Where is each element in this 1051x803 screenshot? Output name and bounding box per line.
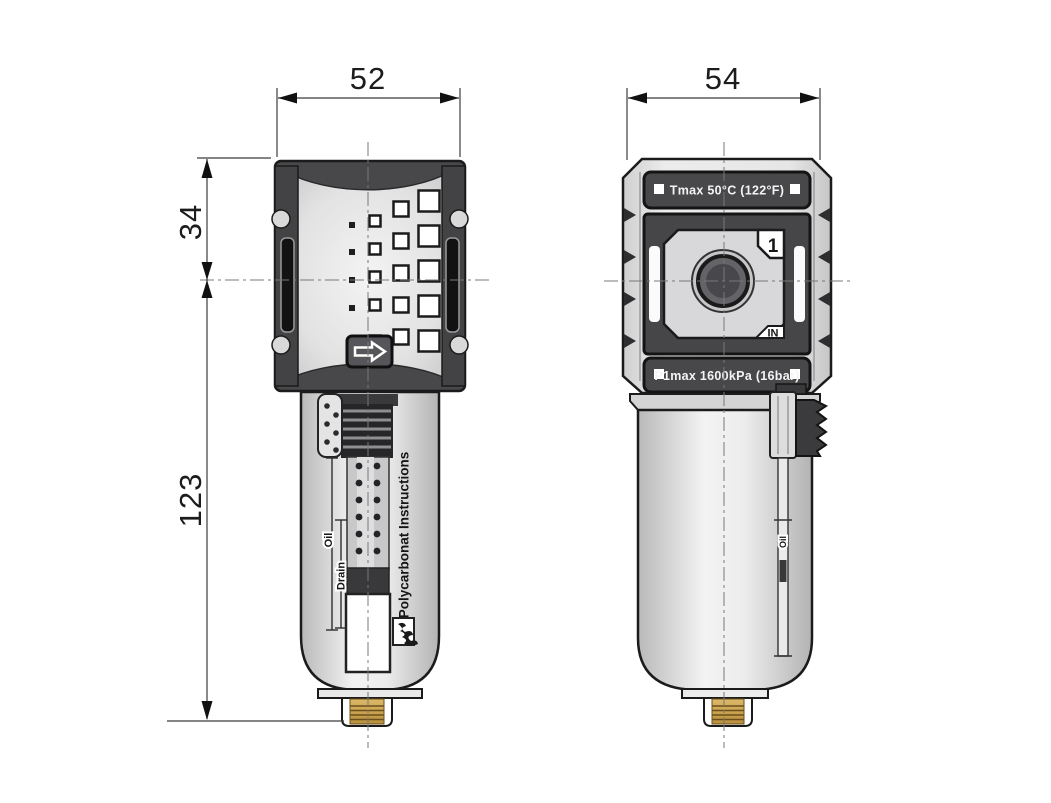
port-number-badge: 1 bbox=[756, 228, 786, 260]
side-bowl: Oil bbox=[629, 383, 828, 727]
drain-plug-side bbox=[703, 697, 753, 727]
temp-rating-band: Tmax 50°C (122°F) bbox=[642, 170, 812, 210]
dim-front-width-value: 52 bbox=[350, 61, 386, 96]
dimension-annotations: 52 54 34 123 bbox=[167, 61, 821, 722]
dim-head-height: 34 bbox=[171, 157, 271, 719]
port-in-tab: IN bbox=[753, 325, 785, 340]
bowl-flange bbox=[317, 688, 423, 699]
drain-label: Drain bbox=[336, 562, 348, 590]
band-square-right2 bbox=[790, 369, 800, 379]
front-head bbox=[271, 159, 469, 393]
dim-front-width: 52 bbox=[276, 61, 461, 157]
side-view: Tmax 50°C (122°F) 1 IN bbox=[604, 142, 850, 748]
port-number: 1 bbox=[768, 236, 779, 257]
port-block: 1 IN bbox=[642, 212, 812, 356]
temp-rating-label: Tmax 50°C (122°F) bbox=[670, 184, 784, 198]
side-oil-label: Oil bbox=[778, 536, 788, 548]
pressure-rating-label: P1max 1600kPa (16bar) bbox=[654, 369, 799, 383]
dim-side-width: 54 bbox=[626, 61, 821, 160]
band-square-left bbox=[654, 184, 664, 194]
oil-label: Oil bbox=[323, 533, 335, 548]
filter-element bbox=[344, 456, 392, 674]
drain-plug bbox=[341, 697, 393, 727]
bowl-material-text: Polycarbonat Instructions bbox=[397, 452, 412, 619]
band-square-right bbox=[790, 184, 800, 194]
internal-baffle bbox=[336, 394, 398, 458]
edge-notches bbox=[624, 208, 830, 348]
band-square-left2 bbox=[654, 369, 664, 379]
side-head: Tmax 50°C (122°F) 1 IN bbox=[621, 157, 833, 395]
front-bowl: Oil Drain Polycarbonat Instructions bbox=[299, 390, 441, 727]
dim-body-height-value: 123 bbox=[173, 473, 208, 528]
dim-body-height: 123 bbox=[167, 471, 344, 722]
oil-drain-brackets bbox=[326, 457, 347, 631]
flow-direction-plate bbox=[345, 334, 394, 369]
bowl-flange-side bbox=[681, 688, 769, 699]
front-left-band bbox=[271, 165, 299, 387]
port-direction-label: IN bbox=[768, 328, 779, 340]
flow-right-arrow-icon bbox=[353, 340, 388, 363]
knurled-knob bbox=[795, 399, 828, 457]
front-right-band bbox=[441, 165, 469, 387]
manufacturer-logo-icon bbox=[392, 617, 418, 646]
pressure-rating-band: P1max 1600kPa (16bar) bbox=[642, 356, 812, 394]
dim-side-width-value: 54 bbox=[705, 61, 741, 96]
front-view: Oil Drain Polycarbonat Instructions bbox=[200, 142, 490, 748]
bowl-latch bbox=[769, 383, 828, 459]
dim-head-height-value: 34 bbox=[173, 204, 208, 240]
side-sight-tube: Oil bbox=[774, 457, 792, 657]
sight-gauge bbox=[317, 393, 343, 458]
